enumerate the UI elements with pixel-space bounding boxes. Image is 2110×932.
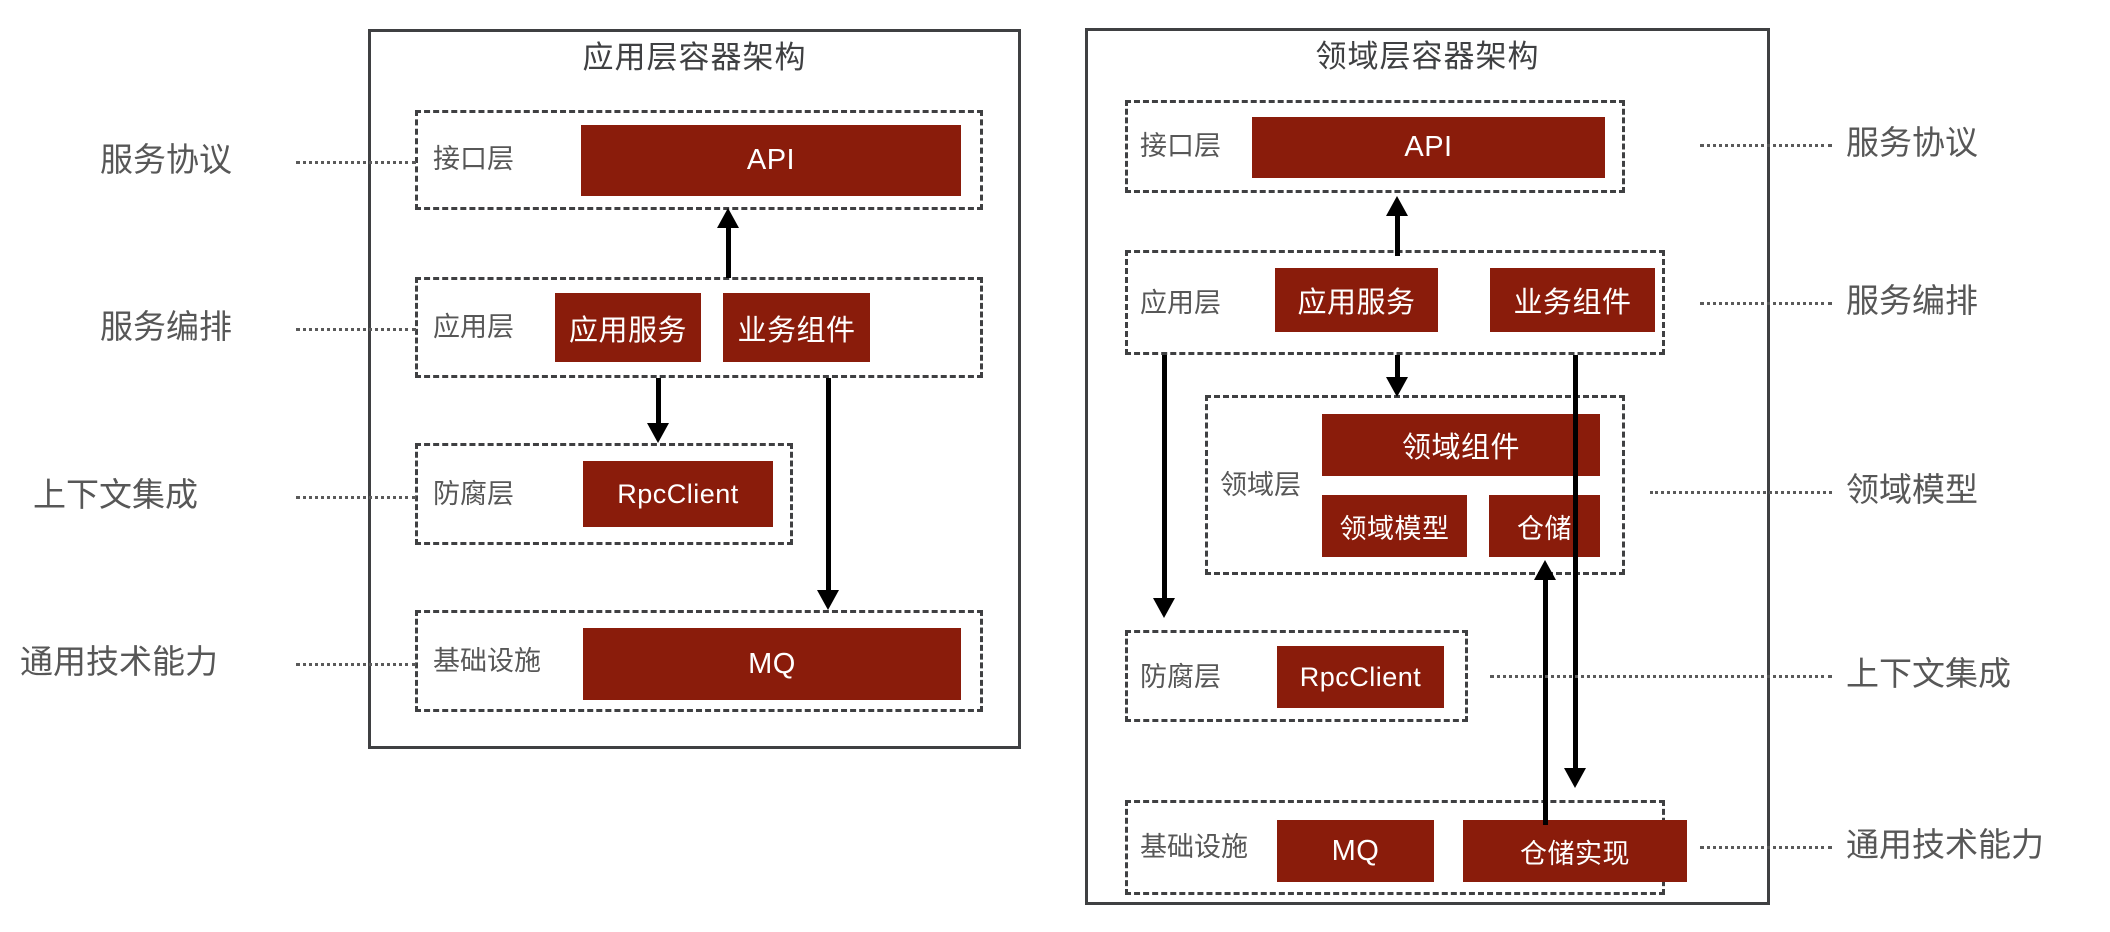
left-leader-service-orchestration bbox=[296, 328, 416, 331]
right-block-mq: MQ bbox=[1277, 820, 1434, 882]
right-layer-domain-label: 领域层 bbox=[1220, 470, 1301, 500]
right-block-rpcclient: RpcClient bbox=[1277, 646, 1444, 708]
left-arrow-appservice-to-api-head bbox=[717, 208, 739, 228]
left-block-rpcclient: RpcClient bbox=[583, 461, 773, 527]
right-arrow-businesscomponent-to-infrastructure bbox=[1573, 355, 1578, 768]
left-leader-service-protocol bbox=[296, 161, 416, 164]
right-annotation-context-integration: 上下文集成 bbox=[1846, 655, 2011, 692]
right-layer-application-label: 应用层 bbox=[1140, 288, 1221, 318]
left-annotation-context-integration: 上下文集成 bbox=[33, 476, 198, 513]
right-layer-infrastructure-label: 基础设施 bbox=[1140, 832, 1248, 862]
right-block-api: API bbox=[1252, 117, 1605, 178]
left-annotation-service-protocol: 服务协议 bbox=[100, 141, 232, 178]
right-arrow-repositoryimpl-to-repository bbox=[1543, 580, 1548, 825]
right-arrow-appservice-to-api bbox=[1395, 216, 1400, 256]
right-annotation-service-protocol: 服务协议 bbox=[1846, 124, 1978, 161]
left-layer-interface-label: 接口层 bbox=[433, 144, 514, 174]
right-layer-acl bbox=[1125, 630, 1468, 722]
right-annotation-service-orchestration: 服务编排 bbox=[1846, 282, 1978, 319]
left-panel-title: 应用层容器架构 bbox=[582, 40, 807, 75]
left-arrow-businesscomponent-to-mq bbox=[826, 378, 831, 590]
right-arrow-businesscomponent-to-infrastructure-head bbox=[1564, 768, 1586, 788]
left-leader-context-integration bbox=[296, 496, 416, 499]
left-arrow-businesscomponent-to-mq-head bbox=[817, 590, 839, 610]
left-annotation-general-tech-capability: 通用技术能力 bbox=[20, 643, 218, 680]
right-arrow-appservice-to-domain-head bbox=[1386, 377, 1408, 397]
left-arrow-appservice-to-api bbox=[726, 228, 731, 278]
right-block-repository-impl: 仓储实现 bbox=[1463, 820, 1687, 882]
right-layer-domain bbox=[1205, 395, 1625, 575]
right-leader-context-integration bbox=[1490, 675, 1832, 678]
left-arrow-appservice-to-rpcclient-head bbox=[647, 423, 669, 443]
left-layer-acl bbox=[415, 443, 793, 545]
right-annotation-general-tech-capability: 通用技术能力 bbox=[1846, 826, 2044, 863]
left-block-app-service: 应用服务 bbox=[555, 293, 701, 362]
right-arrow-repositoryimpl-to-repository-head bbox=[1534, 560, 1556, 580]
left-leader-general-tech-capability bbox=[296, 663, 416, 666]
right-arrow-appservice-to-api-head bbox=[1386, 196, 1408, 216]
right-panel-title: 领域层容器架构 bbox=[1315, 39, 1540, 74]
right-layer-interface bbox=[1125, 100, 1625, 193]
right-block-repository: 仓储 bbox=[1489, 495, 1600, 557]
left-block-mq: MQ bbox=[583, 628, 961, 700]
right-leader-domain-model bbox=[1650, 491, 1832, 494]
right-layer-acl-label: 防腐层 bbox=[1140, 662, 1221, 692]
right-annotation-domain-model: 领域模型 bbox=[1846, 471, 1978, 508]
left-layer-infrastructure-label: 基础设施 bbox=[433, 646, 541, 676]
left-annotation-service-orchestration: 服务编排 bbox=[100, 308, 232, 345]
left-arrow-appservice-to-rpcclient bbox=[656, 378, 661, 423]
left-layer-interface bbox=[415, 110, 983, 210]
left-layer-application bbox=[415, 277, 983, 378]
right-leader-service-orchestration bbox=[1700, 302, 1832, 305]
right-leader-general-tech-capability bbox=[1700, 846, 1832, 849]
right-block-app-service: 应用服务 bbox=[1275, 268, 1438, 332]
right-arrow-appservice-to-domain bbox=[1395, 355, 1400, 377]
right-arrow-application-to-acl bbox=[1162, 355, 1167, 598]
right-block-domain-model: 领域模型 bbox=[1322, 495, 1467, 557]
right-block-business-component: 业务组件 bbox=[1490, 268, 1655, 332]
left-layer-application-label: 应用层 bbox=[433, 312, 514, 342]
right-layer-interface-label: 接口层 bbox=[1140, 131, 1221, 161]
right-leader-service-protocol bbox=[1700, 144, 1832, 147]
left-block-api: API bbox=[581, 125, 961, 196]
left-layer-acl-label: 防腐层 bbox=[433, 479, 514, 509]
left-layer-infrastructure bbox=[415, 610, 983, 712]
right-block-domain-component: 领域组件 bbox=[1322, 414, 1600, 476]
left-block-business-component: 业务组件 bbox=[723, 293, 870, 362]
right-arrow-application-to-acl-head bbox=[1153, 598, 1175, 618]
